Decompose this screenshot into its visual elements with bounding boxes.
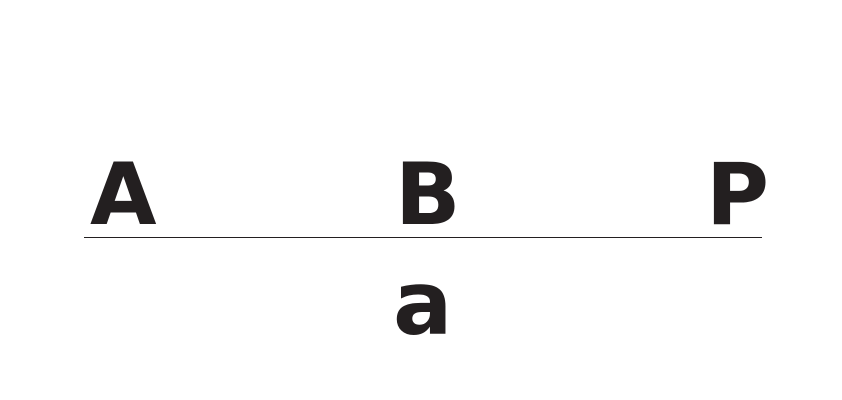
point-label-p: P <box>706 145 770 245</box>
point-label-a: A <box>90 145 157 245</box>
segment-length-label: a <box>393 252 453 355</box>
line-segment <box>84 237 762 238</box>
point-label-b: B <box>395 145 461 245</box>
